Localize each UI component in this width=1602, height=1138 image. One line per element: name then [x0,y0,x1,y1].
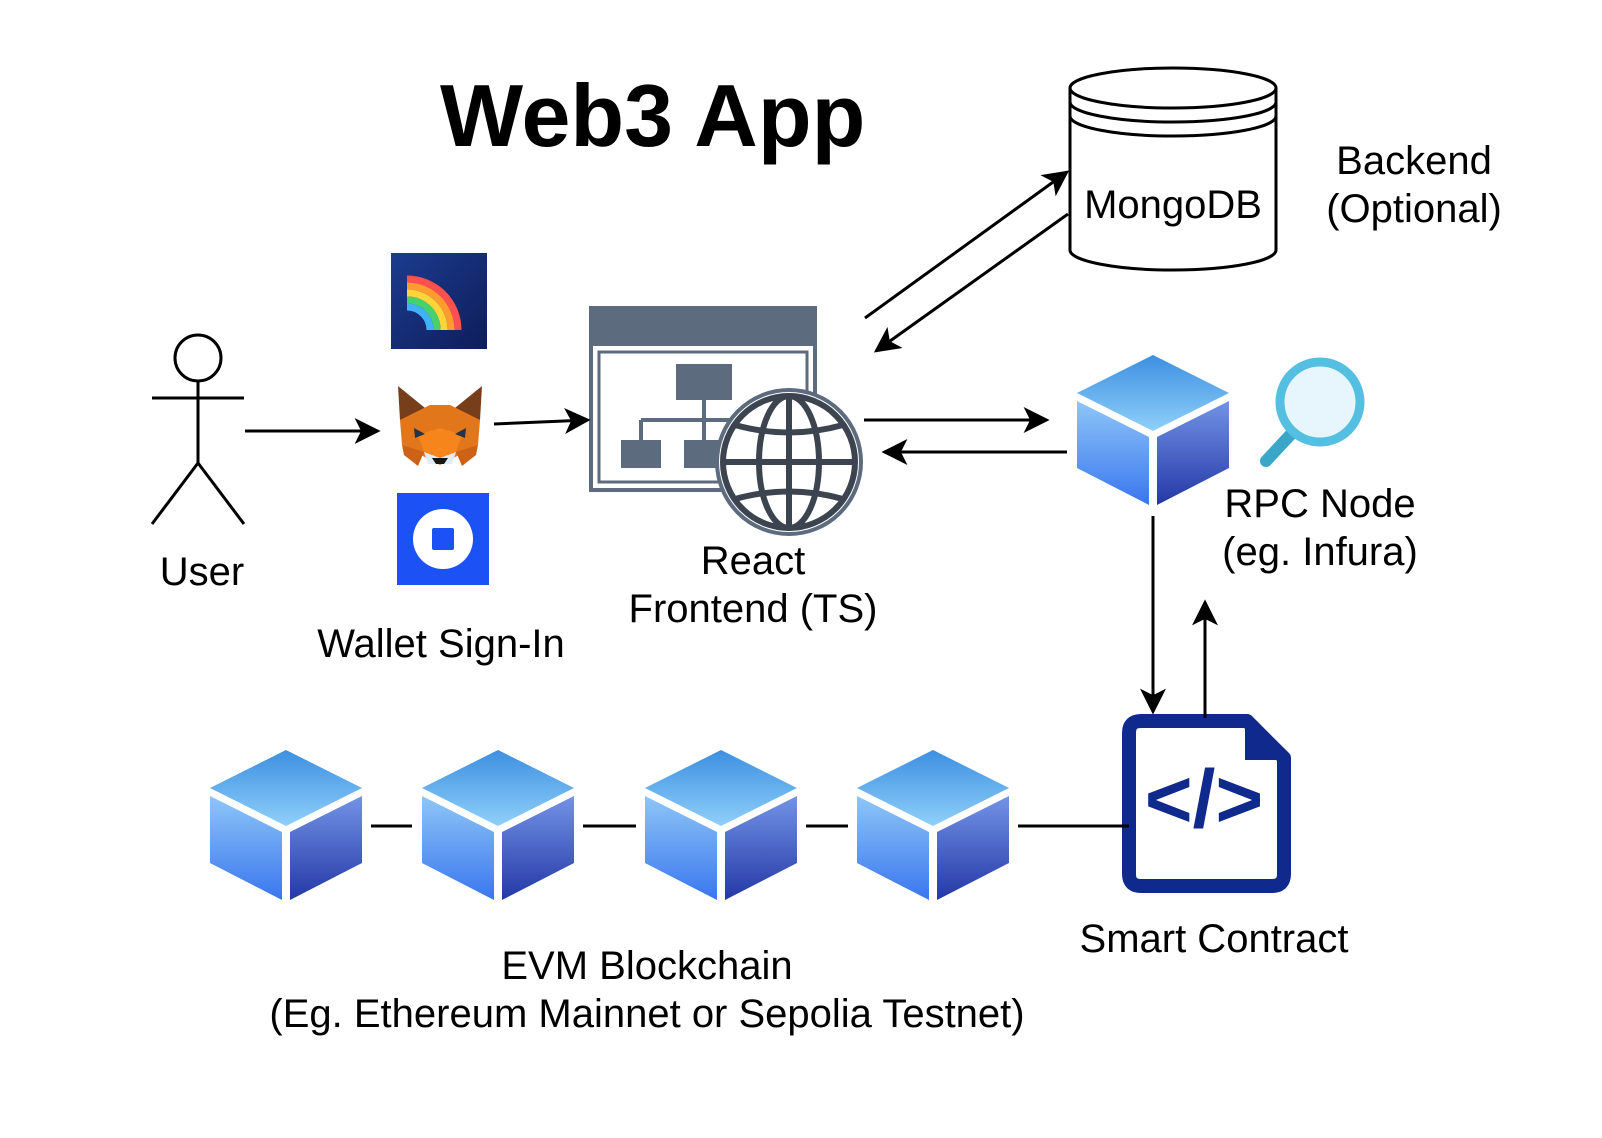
smart-contract-label: Smart Contract [1079,917,1349,961]
user-label: User [159,550,245,594]
backend-label-line1: Backend [1336,139,1492,183]
wallet-sign-in-label: Wallet Sign-In [317,622,565,666]
block-2-cube-icon [422,750,574,900]
metamask-fox-icon[interactable] [398,386,482,466]
coinbase-wallet-icon[interactable] [397,493,489,585]
blockchain-blocks [210,750,1129,900]
mongodb-label: MongoDB [1084,183,1262,227]
block-4-cube-icon [857,750,1009,900]
smart-contract-icon: </> [1122,714,1291,893]
frontend-label-line1: React [700,539,806,583]
backend-label-line2: (Optional) [1326,187,1502,231]
rpc-node-label-line2: (eg. Infura) [1222,530,1418,574]
magnifier-icon [1260,357,1365,467]
diagram-title: Web3 App [440,66,866,165]
frontend-app-icon [589,306,817,492]
mongodb-database-icon [1068,66,1278,272]
blockchain-label-line2: (Eg. Ethereum Mainnet or Sepolia Testnet… [269,992,1025,1036]
connector-arrows [245,170,1218,718]
rpc-node-cube-icon [1077,355,1229,505]
globe-icon [715,388,863,536]
block-3-cube-icon [645,750,797,900]
block-1-cube-icon [210,750,362,900]
rpc-node-label-line1: RPC Node [1224,482,1416,526]
arrow-database-to-frontend [873,212,1069,353]
user-icon [150,333,246,525]
arrow-wallet-to-frontend [493,408,591,434]
arrow-frontend-to-database [864,170,1070,320]
frontend-label-line2: Frontend (TS) [628,587,878,631]
code-glyph: </> [1145,754,1264,845]
blockchain-label-line1: EVM Blockchain [501,944,793,988]
rainbow-wallet-icon[interactable] [391,253,487,349]
